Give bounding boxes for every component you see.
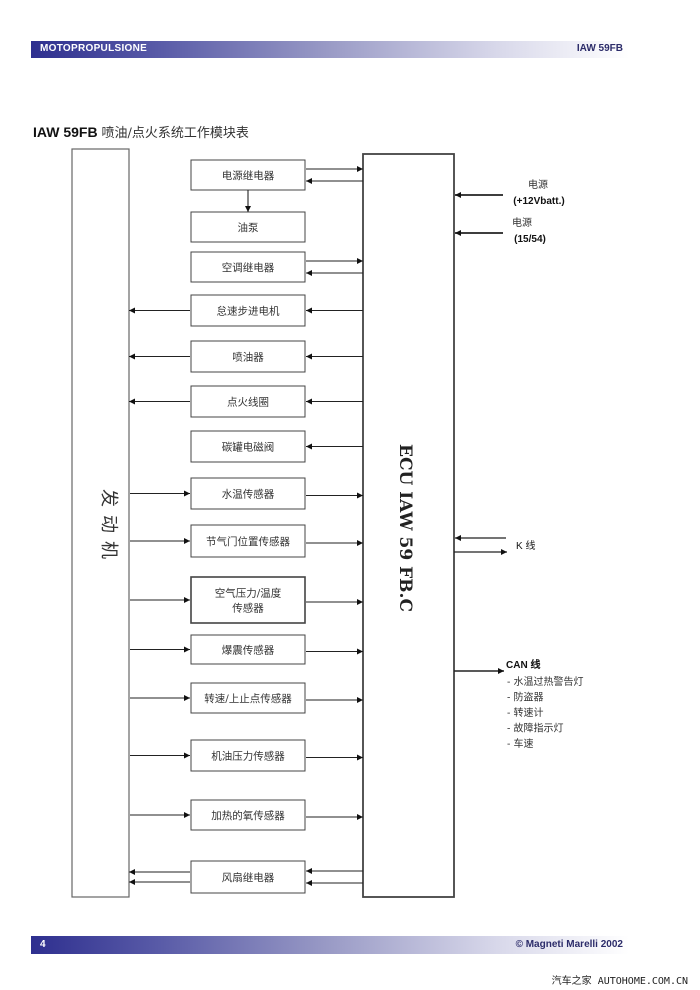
page-title: IAW 59FB 喷油/点火系统工作模块表	[33, 122, 249, 141]
component-label: 油泵	[238, 221, 259, 234]
component-label: 水温传感器	[222, 488, 275, 501]
ecu-input-power-battery: 电源 (+12Vbatt.)	[455, 178, 565, 207]
can-line-item: - 水温过热警告灯	[507, 675, 584, 688]
component-box	[190, 524, 306, 558]
engine-label-char: 机	[98, 541, 119, 559]
component-box	[190, 682, 306, 714]
footer-band: 4 © Magneti Marelli 2002	[31, 936, 629, 954]
engine-label-char: 动	[98, 515, 119, 533]
component-rpm-tdc-sensor: 转速/上止点传感器	[190, 682, 306, 714]
component-main-relay: 电源继电器	[190, 159, 306, 191]
component-label: 机油压力传感器	[211, 750, 285, 763]
component-box	[190, 477, 306, 510]
title-model: IAW 59FB	[33, 124, 98, 140]
component-oil-pressure-sensor: 机油压力传感器	[190, 739, 306, 772]
component-label: 风扇继电器	[222, 871, 275, 884]
component-box	[190, 159, 306, 191]
component-knock-sensor: 爆震传感器	[190, 634, 306, 665]
header-band: MOTOPROPULSIONE IAW 59FB	[31, 41, 629, 58]
component-ac-relay: 空调继电器	[190, 251, 306, 283]
component-canister-valve: 碳罐电磁阀	[190, 430, 306, 463]
ecu-block	[362, 153, 455, 898]
component-label: 碳罐电磁阀	[222, 441, 275, 454]
component-injector: 喷油器	[190, 340, 306, 373]
component-label: 空调继电器	[222, 261, 275, 274]
component-box	[190, 799, 306, 831]
can-line-item: - 防盗器	[507, 691, 544, 704]
component-box	[190, 739, 306, 772]
input-label: 电源	[512, 216, 532, 229]
component-ignition-coil: 点火线圈	[190, 385, 306, 418]
input-value: (+12Vbatt.)	[513, 196, 564, 207]
can-line-item: - 故障指示灯	[507, 722, 564, 735]
component-label: 怠速步进电机	[217, 305, 280, 318]
component-coolant-temp-sensor: 水温传感器	[190, 477, 306, 510]
component-box	[190, 340, 306, 373]
component-label: 转速/上止点传感器	[204, 692, 292, 705]
component-label: 点火线圈	[227, 396, 269, 409]
engine-label-char: 发	[98, 489, 119, 507]
component-idle-stepper: 怠速步进电机	[190, 294, 306, 327]
ecu-label: ECU IAW 59 FB.C	[395, 444, 415, 612]
engine-block	[71, 148, 130, 898]
can-line-item: - 车速	[507, 737, 534, 750]
can-line-label: CAN 线	[506, 658, 540, 671]
input-label: 电源	[528, 178, 548, 191]
component-box	[190, 251, 306, 283]
can-line-item: - 转速计	[507, 706, 544, 719]
component-box	[190, 211, 306, 243]
input-value: (15/54)	[514, 234, 546, 245]
component-label: 节气门位置传感器	[206, 535, 290, 548]
component-box	[190, 634, 306, 665]
component-label: 喷油器	[232, 351, 264, 364]
can-line: CAN 线 - 水温过热警告灯 - 防盗器 - 转速计 - 故障指示灯 - 车速	[454, 658, 584, 750]
component-box	[190, 385, 306, 418]
footer-copyright: © Magneti Marelli 2002	[515, 939, 623, 950]
header-section: MOTOPROPULSIONE	[40, 43, 148, 54]
component-box	[190, 294, 306, 327]
k-line: K 线	[454, 535, 535, 555]
component-label: 加热的氧传感器	[211, 809, 285, 822]
component-box	[190, 430, 306, 463]
component-heated-o2-sensor: 加热的氧传感器	[190, 799, 306, 831]
header-model: IAW 59FB	[576, 43, 623, 54]
component-label: 传感器	[232, 602, 264, 615]
component-fuel-pump: 油泵	[190, 211, 306, 243]
footer-page-number: 4	[40, 939, 46, 950]
k-line-label: K 线	[516, 539, 535, 552]
component-throttle-position-sensor: 节气门位置传感器	[190, 524, 306, 558]
component-label: 爆震传感器	[222, 644, 275, 657]
component-label: 电源继电器	[222, 169, 275, 182]
ecu-input-power-ignition: 电源 (15/54)	[455, 216, 546, 245]
component-label: 空气压力/温度	[215, 587, 282, 600]
component-box	[190, 576, 306, 624]
watermark: 汽车之家 AUTOHOME.COM.CN	[551, 976, 688, 987]
component-box	[190, 860, 306, 894]
component-fan-relay: 风扇继电器	[190, 860, 306, 894]
title-text: 喷油/点火系统工作模块表	[101, 126, 249, 141]
